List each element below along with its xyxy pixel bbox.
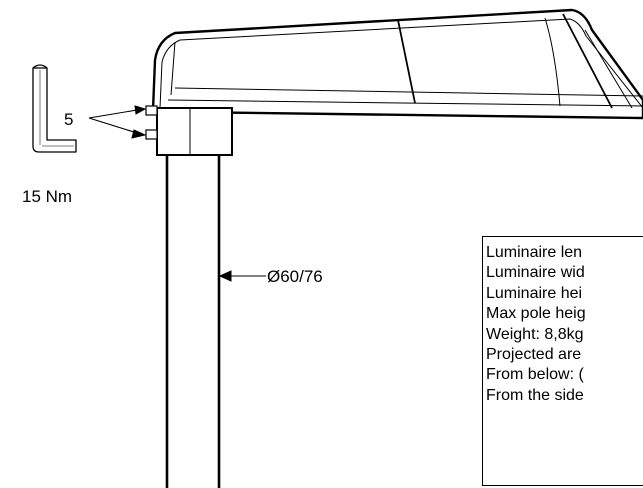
spec-max-pole-height: Max pole heig xyxy=(486,305,586,323)
torque-label: 15 Nm xyxy=(22,187,72,206)
spec-luminaire-length: Luminaire len xyxy=(486,244,583,261)
specifications-box: Luminaire len Luminaire wid Luminaire he… xyxy=(482,236,643,486)
luminaire-head xyxy=(151,8,643,120)
spec-luminaire-width: Luminaire wid xyxy=(486,264,585,282)
pole xyxy=(165,155,221,488)
spec-luminaire-height: Luminaire hei xyxy=(486,284,583,302)
spec-weight: Weight: 8,8kg xyxy=(486,325,584,343)
pole-diameter-arrow xyxy=(218,270,266,282)
screw-callout-leader xyxy=(88,105,147,139)
mounting-bracket xyxy=(145,105,233,156)
spec-projected-area: Projected are xyxy=(486,346,582,364)
screw-count-label: 5 xyxy=(64,110,73,129)
hex-key-icon xyxy=(32,64,77,153)
pole-diameter-label: Ø60/76 xyxy=(267,267,323,286)
spec-from-below: From below: ( xyxy=(486,366,584,384)
spec-from-side: From the side xyxy=(486,386,584,404)
